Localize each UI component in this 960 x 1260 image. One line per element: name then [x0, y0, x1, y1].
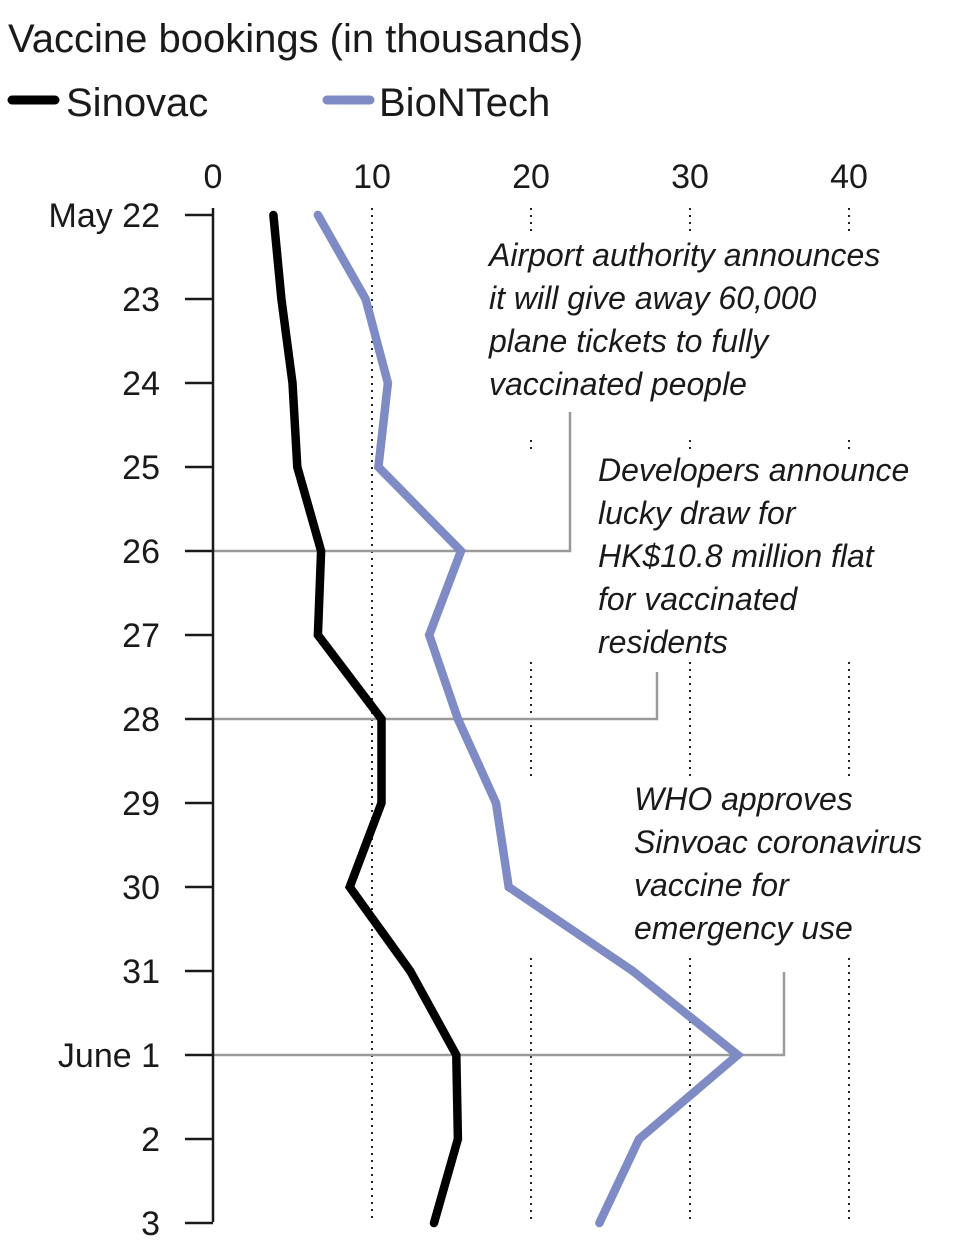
- y-tick-label: 29: [122, 785, 160, 823]
- annotations: Airport authority announces it will give …: [487, 237, 922, 946]
- x-tick-label: 20: [512, 158, 550, 196]
- y-tick-label: May 22: [49, 197, 161, 235]
- series-line-biontech: [313, 210, 745, 1228]
- annotation-line: vaccinated people: [489, 366, 747, 402]
- annotation-leaders: [213, 412, 786, 1057]
- y-tick-label: 31: [122, 953, 160, 991]
- y-tick-label: 25: [122, 449, 160, 487]
- y-tick-label: 28: [122, 701, 160, 739]
- x-tick-label: 40: [830, 158, 868, 196]
- annotation-line: residents: [598, 624, 728, 660]
- x-axis-ticks: 0 10 20 30 40: [204, 158, 868, 196]
- annotation-line: for vaccinated: [598, 581, 798, 617]
- y-tick-label: June 1: [58, 1037, 160, 1075]
- chart-title: Vaccine bookings (in thousands): [8, 17, 583, 61]
- grid-layer: [371, 208, 850, 1222]
- legend: Sinovac BioNTech: [7, 81, 550, 125]
- x-tick-label: 0: [204, 158, 223, 196]
- annotation-leader: [213, 672, 659, 721]
- y-tick-label: 2: [141, 1121, 160, 1159]
- legend-label-biontech: BioNTech: [379, 81, 550, 125]
- y-tick-label: 26: [122, 533, 160, 571]
- y-tick-label: 27: [122, 617, 160, 655]
- y-tick-label: 24: [122, 365, 160, 403]
- annotation-line: vaccine for: [634, 867, 790, 903]
- annotation-line: WHO approves: [634, 781, 853, 817]
- annotation-line: lucky draw for: [598, 495, 797, 531]
- series-line-sinovac: [269, 210, 463, 1228]
- annotation-line: Sinvoac coronavirus: [634, 824, 922, 860]
- annotation-line: Developers announce: [598, 452, 909, 488]
- annotation-line: it will give away 60,000: [489, 280, 816, 316]
- annotation-line: emergency use: [634, 910, 853, 946]
- annotation-line: HK$10.8 million flat: [598, 538, 875, 574]
- legend-label-sinovac: Sinovac: [66, 81, 208, 125]
- x-tick-label: 10: [353, 158, 391, 196]
- x-tick-label: 30: [671, 158, 709, 196]
- annotation-line: Airport authority announces: [487, 237, 880, 273]
- annotation-leader: [213, 412, 572, 553]
- annotation-line: plane tickets to fully: [488, 323, 770, 359]
- series-layer: [269, 210, 745, 1228]
- y-tick-label: 30: [122, 869, 160, 907]
- y-tick-label: 3: [141, 1205, 160, 1243]
- annotation-leader: [213, 972, 786, 1057]
- y-tick-label: 23: [122, 281, 160, 319]
